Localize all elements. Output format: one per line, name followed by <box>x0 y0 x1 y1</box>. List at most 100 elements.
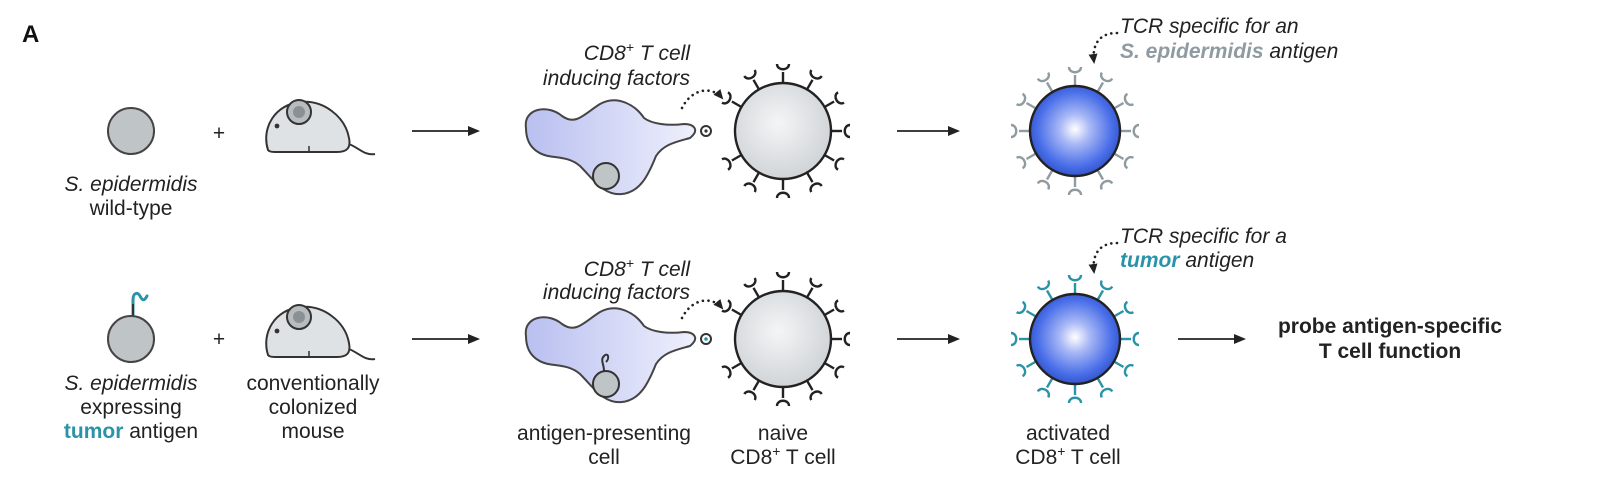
tcr-receptor <box>1036 279 1054 301</box>
factors-arrow-2 <box>680 298 724 320</box>
tcr-receptor <box>775 63 791 83</box>
tumor-word: tumor <box>64 420 124 443</box>
tcr-receptor <box>1015 92 1037 110</box>
tcr-receptor <box>743 69 761 91</box>
activated-label-line2: CD8+ T cell <box>1015 443 1120 469</box>
factors-label-line2: inducing factors <box>543 67 691 90</box>
outcome-label: probe antigen-specific <box>1278 315 1502 338</box>
tcr-receptor <box>831 331 851 347</box>
mouse-label-line2: colonized <box>269 396 358 419</box>
tcr-receptor <box>1067 176 1083 196</box>
activated-t-cell-tumor <box>1010 274 1140 404</box>
tcr-receptor <box>721 153 743 171</box>
tcr-arrow <box>1088 31 1119 64</box>
naive-label-line2: CD8+ T cell <box>730 443 835 469</box>
factors-label-2: CD8+ T cell <box>584 255 692 281</box>
bacterium-tumor-antigen <box>107 291 155 363</box>
antigen-presenting-cell <box>524 99 697 196</box>
antigen-presenting-cell-2 <box>524 307 697 404</box>
tcr-receptor <box>743 277 761 299</box>
tcr-receptor <box>1120 123 1140 139</box>
tcr-receptor <box>823 361 845 379</box>
tcr-arrow-2 <box>1088 241 1119 274</box>
tcr-receptor <box>823 153 845 171</box>
tcr-receptor <box>1096 377 1114 399</box>
cell-body <box>1028 84 1122 178</box>
naive-cd8: CD8 <box>730 446 772 469</box>
factors-arrow <box>680 88 724 110</box>
tcr-receptor <box>743 379 761 401</box>
tcr-receptor <box>1113 360 1135 378</box>
tcr-receptor <box>1067 66 1083 86</box>
bacterium-2-label-line3: tumor antigen <box>64 420 198 443</box>
tcr-receptor <box>721 299 743 317</box>
tcr-label: TCR specific for an <box>1120 15 1299 38</box>
tcr-receptor <box>1096 169 1114 191</box>
factors-2-cd8: CD8 <box>584 258 626 281</box>
mouse-icon-2 <box>265 304 376 361</box>
activated-label: activated <box>1026 422 1110 445</box>
mouse-label: conventionally <box>246 372 380 395</box>
row-1: S. epidermidis wild-type + CD8+ T cell i… <box>64 15 1338 220</box>
factors-2-sup: + <box>626 255 634 271</box>
bacterium-wild-type <box>107 107 155 155</box>
tcr-receptor <box>805 277 823 299</box>
bacterium-2-label: S. epidermidis <box>64 372 198 395</box>
tcr-receptor <box>721 361 743 379</box>
tcr-receptor <box>775 179 791 199</box>
tcr-receptor <box>1120 331 1140 347</box>
naive-tcell: T cell <box>780 446 835 469</box>
factors-label-2-line2: inducing factors <box>543 281 691 304</box>
bacterium-type-label: wild-type <box>89 197 173 220</box>
cell-body <box>733 289 833 389</box>
tcr-receptor <box>1113 92 1135 110</box>
activated-sup: + <box>1057 443 1065 459</box>
synapse-core-2 <box>704 337 708 341</box>
tcr-receptor <box>721 91 743 109</box>
tcr-receptor <box>1010 331 1030 347</box>
cell-body <box>1028 292 1122 386</box>
naive-t-cell-2 <box>721 271 851 407</box>
naive-sup: + <box>772 443 780 459</box>
tcr-receptor <box>831 123 851 139</box>
tcr-receptor <box>1036 377 1054 399</box>
antigen-word: antigen <box>123 420 198 443</box>
outcome-label-line2: T cell function <box>1319 340 1461 363</box>
tcr-receptor <box>823 299 845 317</box>
tcr-receptor <box>805 69 823 91</box>
tcr-receptor <box>1036 169 1054 191</box>
tcr-receptor <box>805 171 823 193</box>
plus-sign-2: + <box>213 328 225 351</box>
panel-letter: A <box>22 21 39 48</box>
tcr-receptor <box>1113 152 1135 170</box>
row-2: S. epidermidis expressing tumor antigen … <box>64 225 1502 469</box>
factors-label: CD8+ T cell <box>584 39 692 65</box>
tcr-2-colored: tumor <box>1120 249 1181 272</box>
activated-cd8: CD8 <box>1015 446 1057 469</box>
tcr-receptor <box>775 387 791 407</box>
mouse-label-line3: mouse <box>281 420 344 443</box>
mouse-icon <box>265 99 376 156</box>
bacterium-2-label-line2: expressing <box>80 396 182 419</box>
tcr-label-2: TCR specific for a <box>1120 225 1287 248</box>
tcr-receptor <box>1015 360 1037 378</box>
tcr-receptor <box>1015 300 1037 318</box>
bacterium-label: S. epidermidis <box>64 173 198 196</box>
apc-label: antigen-presenting <box>517 422 691 445</box>
tcr-receptor <box>1036 71 1054 93</box>
tcr-label-2-line2: tumor antigen <box>1120 249 1254 272</box>
tcr-receptor <box>775 271 791 291</box>
tcr-colored: S. epidermidis <box>1120 40 1264 63</box>
tcr-receptor <box>1015 152 1037 170</box>
activated-t-cell-wildtype <box>1010 66 1140 196</box>
factors-cd8: CD8 <box>584 42 626 65</box>
tcr-receptor <box>1096 279 1114 301</box>
naive-t-cell <box>721 63 851 199</box>
plus-sign: + <box>213 122 225 145</box>
tcr-rest: antigen <box>1264 40 1339 63</box>
tcr-2-rest: antigen <box>1180 249 1255 272</box>
tcr-receptor <box>823 91 845 109</box>
naive-label: naive <box>758 422 808 445</box>
tcr-label-line2: S. epidermidis antigen <box>1120 40 1338 63</box>
